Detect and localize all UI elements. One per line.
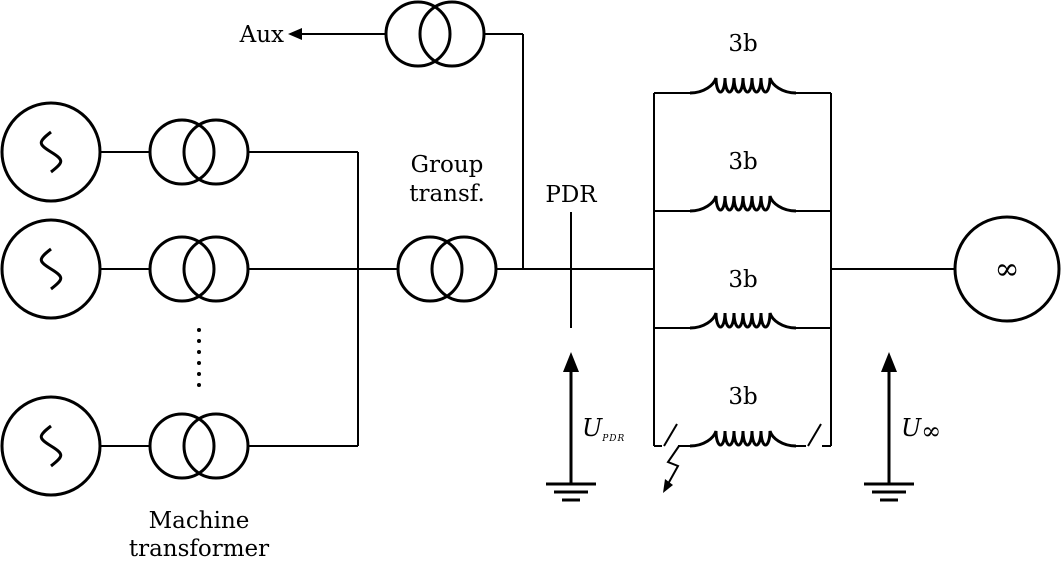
aux-label: Aux <box>239 22 284 48</box>
ground-icon-pdr <box>546 482 596 502</box>
line-2: 3b <box>654 149 831 213</box>
machine-transformer-label-line1: Machine <box>149 508 250 534</box>
breaker-open-left-icon <box>663 423 678 447</box>
group-transformer <box>396 235 498 303</box>
line-2-label: 3b <box>728 149 757 175</box>
aux-arrow-icon <box>288 28 302 40</box>
infinite-bus <box>953 215 1061 323</box>
u-inf-voltage-arrow <box>881 352 897 484</box>
generator-3-sine-icon <box>39 424 63 468</box>
u-inf-label: U∞ <box>901 414 941 445</box>
infinite-bus-symbol: ∞ <box>995 252 1020 287</box>
generator-unit-2 <box>0 218 358 320</box>
line-3: 3b <box>654 267 831 330</box>
generator-1-sine-icon <box>39 130 63 174</box>
machine-transformer-1 <box>148 118 250 186</box>
machine-transformer-label-line2: transformer <box>129 536 269 562</box>
line-4-faulted: 3b <box>654 384 831 493</box>
line-4-label: 3b <box>728 384 757 410</box>
u-pdr-label: UPDR <box>582 414 625 444</box>
line-3-label: 3b <box>728 267 757 293</box>
generator-unit-1 <box>0 101 358 203</box>
group-transformer-label-line1: Group <box>411 152 484 178</box>
generator-2-sine-icon <box>39 247 63 291</box>
machine-transformer-3 <box>148 412 250 480</box>
auxiliary-transformer <box>384 0 486 68</box>
machine-transformer-2 <box>148 235 250 303</box>
vertical-ellipsis <box>197 328 201 387</box>
line-1: 3b <box>654 31 831 95</box>
breaker-open-right-icon <box>807 423 822 447</box>
u-pdr-arrowhead-icon <box>563 352 579 372</box>
u-inf-arrowhead-icon <box>881 352 897 372</box>
group-transformer-label-line2: transf. <box>409 181 485 207</box>
pdr-label: PDR <box>545 182 597 208</box>
fault-lightning-icon <box>663 445 680 493</box>
line-1-label: 3b <box>728 31 757 57</box>
u-pdr-voltage-arrow <box>563 352 579 484</box>
generator-unit-3 <box>0 395 358 497</box>
ground-icon-inf <box>864 482 914 502</box>
